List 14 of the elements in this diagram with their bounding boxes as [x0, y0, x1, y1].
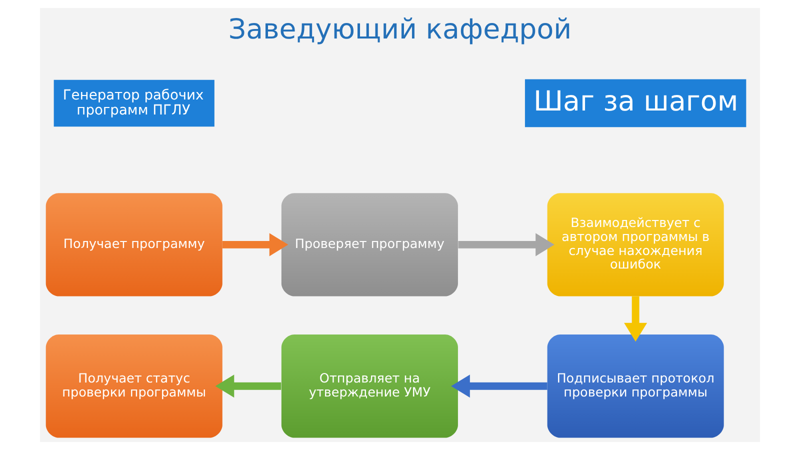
label: Шаг за шагом: [533, 84, 738, 118]
diagram-title: Заведующий кафедрой: [228, 12, 572, 46]
node-box: Получает статус проверки программы: [46, 334, 222, 438]
node-box: Проверяет программу: [281, 193, 458, 296]
arrow: [215, 374, 282, 398]
node-box: Отправляет на утверждение УМУ: [281, 334, 458, 438]
node-box: Подписывает протокол проверки программы: [547, 334, 724, 438]
arrow: [458, 233, 554, 256]
node-box: Получает программу: [46, 193, 222, 296]
arrow: [451, 374, 548, 398]
arrow: [624, 296, 648, 342]
node-box: Взаимодействует с автором программы в случае нахождения ошибок: [547, 193, 724, 296]
arrow: [222, 233, 288, 256]
label: Генератор рабочих программ ПГЛУ: [62, 87, 204, 118]
